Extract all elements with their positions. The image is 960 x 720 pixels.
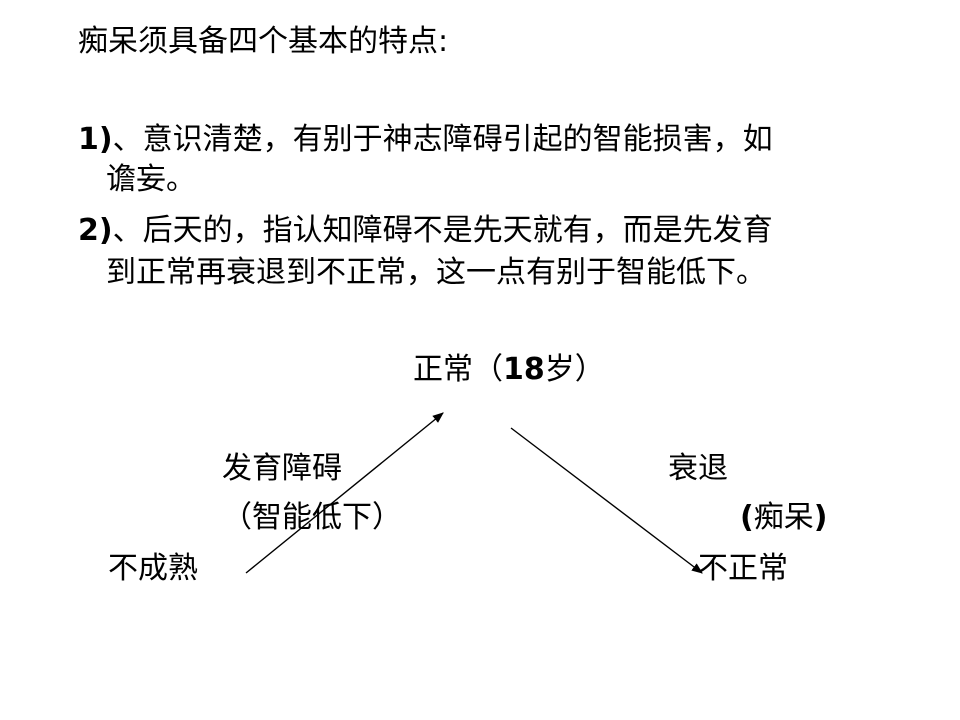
point-1-text: 、意识清楚，有别于神志障碍引起的智能损害，如 xyxy=(112,122,773,157)
developmental-disorder-label: 发育障碍 xyxy=(222,451,342,486)
intro-text: 痴呆须具备四个基本的特点: xyxy=(78,24,449,59)
point-2-text: 、后天的，指认知障碍不是先天就有，而是先发育 xyxy=(112,213,773,248)
intellectual-disability-label: （智能低下） xyxy=(222,500,402,535)
point-2-line-2: 到正常再衰退到不正常，这一点有别于智能低下。 xyxy=(106,255,766,290)
normal-18-label: 正常（18岁） xyxy=(413,352,605,388)
point-1-number: 1) xyxy=(78,122,113,157)
point-2-number: 2) xyxy=(78,213,113,248)
dementia-label: (痴呆) xyxy=(740,500,827,536)
age-number: 18 xyxy=(503,352,545,387)
normal-label-suffix: 岁） xyxy=(544,352,605,387)
development-arrow xyxy=(245,412,444,574)
abnormal-label: 不正常 xyxy=(698,551,788,586)
immature-label: 不成熟 xyxy=(108,551,198,586)
decline-arrow xyxy=(510,427,703,574)
dementia-close-paren: ) xyxy=(813,500,828,535)
normal-label-prefix: 正常（ xyxy=(413,352,503,387)
dementia-text: 痴呆 xyxy=(753,500,814,535)
dementia-open-paren: ( xyxy=(740,500,754,535)
point-1-line-1: 1)、意识清楚，有别于神志障碍引起的智能损害，如 xyxy=(78,122,773,158)
point-2-line-1: 2)、后天的，指认知障碍不是先天就有，而是先发育 xyxy=(78,213,773,249)
decline-label: 衰退 xyxy=(668,451,728,486)
point-1-line-2: 谵妄。 xyxy=(106,162,196,197)
